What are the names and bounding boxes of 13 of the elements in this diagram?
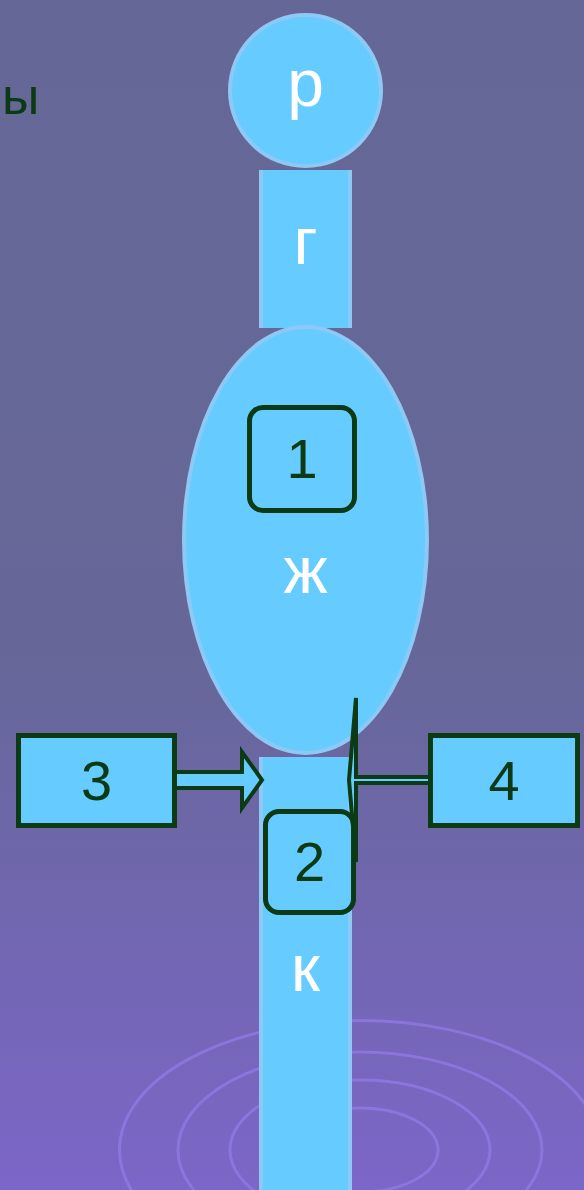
tube-segment xyxy=(259,170,352,328)
number-label: 3 xyxy=(80,752,113,809)
number-label: 1 xyxy=(286,431,318,487)
letter-label: г xyxy=(293,208,318,274)
number-label: 4 xyxy=(488,752,520,809)
letter-label: ж xyxy=(283,537,328,603)
number-box xyxy=(16,733,177,828)
letter-label: к xyxy=(291,935,320,1001)
number-label: 2 xyxy=(293,834,326,890)
number-box xyxy=(263,809,356,915)
number-box xyxy=(428,733,580,828)
number-box xyxy=(247,405,357,513)
partial-text: ы xyxy=(2,70,40,122)
